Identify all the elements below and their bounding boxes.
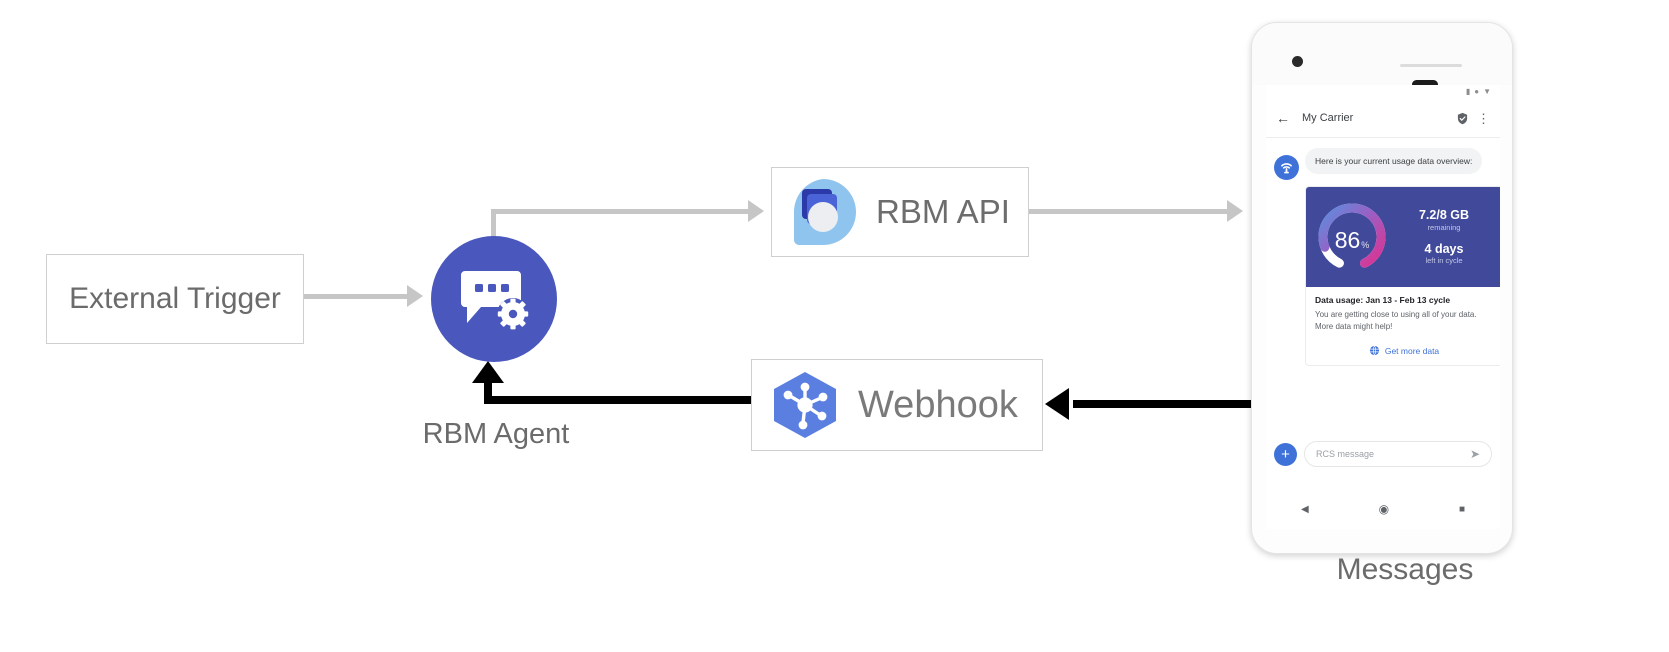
arrow-webhook-to-agent-vertical (484, 381, 492, 404)
message-text-bubble: Here is your current usage data overview… (1305, 148, 1483, 175)
rcs-message-input[interactable]: RCS message ➤ (1304, 441, 1492, 467)
card-body: Data usage: Jan 13 - Feb 13 cycle You ar… (1306, 287, 1500, 336)
arrow-agent-to-api-head (748, 200, 764, 222)
phone-device: ▮ ● ▼ ← My Carrier ⋮ (1251, 22, 1513, 554)
gauge-unit: % (1361, 240, 1370, 250)
rbm-agent-label: RBM Agent (422, 418, 570, 450)
messages-label: Messages (1336, 553, 1474, 586)
rbm-agent-chat-gear-icon (461, 271, 529, 330)
arrow-phone-to-webhook-head (1045, 388, 1069, 420)
battery-icon: ▼ (1483, 87, 1491, 96)
card-action-get-more-data[interactable]: Get more data (1306, 336, 1500, 365)
message-composer: + RCS message ➤ (1266, 430, 1500, 478)
card-stats: 7.2/8 GB remaining 4 days left in cycle (1390, 208, 1494, 265)
gauge-value: 86 (1334, 227, 1361, 253)
card-title: Data usage: Jan 13 - Feb 13 cycle (1315, 295, 1451, 305)
status-bar: ▮ ● ▼ (1266, 85, 1500, 99)
arrow-webhook-to-agent-horizontal (490, 396, 751, 404)
stat-data-remaining: 7.2/8 GB remaining (1394, 208, 1494, 232)
gauge-center-readout: 86 % (1314, 199, 1390, 275)
plus-icon: + (1281, 445, 1290, 463)
stat-data-remaining-label: remaining (1427, 222, 1461, 232)
arrow-phone-to-webhook-line (1073, 400, 1253, 408)
nav-home-icon[interactable]: ◉ (1378, 502, 1390, 516)
phone-camera-icon (1292, 56, 1303, 67)
arrow-api-to-phone-line (1029, 209, 1227, 214)
conversation-title: My Carrier (1302, 112, 1354, 124)
rich-card[interactable]: 86 % 7.2/8 GB remaining 4 days le (1305, 186, 1500, 367)
phone-screen: ▮ ● ▼ ← My Carrier ⋮ (1266, 85, 1500, 497)
add-attachment-button[interactable]: + (1274, 442, 1297, 466)
app-bar: ← My Carrier ⋮ (1266, 99, 1500, 138)
globe-icon (1369, 345, 1379, 356)
phone-earpiece-line (1400, 64, 1462, 67)
arrow-trigger-to-agent-line (304, 294, 407, 299)
webhook-hexagon-icon (774, 372, 836, 438)
node-external-trigger[interactable]: External Trigger (46, 254, 304, 344)
arrow-api-to-phone-head (1227, 200, 1243, 222)
nav-recents-icon[interactable]: ■ (1458, 503, 1466, 515)
nav-back-icon[interactable]: ◀ (1300, 503, 1309, 515)
external-trigger-label: External Trigger (69, 282, 281, 315)
rbm-api-label: RBM API (876, 193, 1010, 230)
arrow-agent-to-api-horizontal (491, 209, 748, 214)
arrow-webhook-to-agent-head (472, 361, 504, 383)
stat-days-left-value: 4 days (1424, 241, 1464, 256)
conversation-area: Here is your current usage data overview… (1266, 138, 1500, 478)
stat-days-left: 4 days left in cycle (1394, 242, 1494, 266)
node-rbm-agent[interactable] (431, 236, 557, 362)
phone-top-bezel (1252, 23, 1512, 85)
rbm-api-icon (793, 179, 856, 245)
phone-speaker-icon (1412, 80, 1438, 89)
card-media: 86 % 7.2/8 GB remaining 4 days le (1306, 187, 1500, 287)
android-nav-bar: ◀ ◉ ■ (1266, 489, 1500, 529)
send-icon[interactable]: ➤ (1469, 447, 1480, 461)
signal-icon: ▮ (1465, 87, 1471, 96)
card-action-label: Get more data (1384, 345, 1440, 356)
card-description-line-1: You are getting close to using all of yo… (1315, 310, 1477, 319)
node-webhook[interactable]: Webhook (751, 359, 1043, 451)
arrow-trigger-to-agent-head (407, 285, 423, 307)
node-rbm-api[interactable]: RBM API (771, 167, 1029, 257)
back-arrow-icon[interactable]: ← (1276, 110, 1290, 126)
rcs-message-placeholder: RCS message (1316, 449, 1375, 459)
arrow-agent-to-api-vertical (491, 209, 496, 245)
usage-gauge: 86 % (1314, 199, 1390, 275)
stat-days-left-label: left in cycle (1425, 255, 1463, 265)
carrier-signal-avatar-icon (1274, 155, 1299, 180)
card-description-line-2: More data might help! (1315, 321, 1393, 331)
stat-data-remaining-value: 7.2/8 GB (1418, 208, 1470, 223)
incoming-message-row: Here is your current usage data overview… (1274, 148, 1492, 180)
webhook-label: Webhook (858, 383, 1018, 426)
wifi-icon: ● (1474, 87, 1480, 96)
verified-badge-icon (1457, 112, 1468, 124)
overflow-menu-icon[interactable]: ⋮ (1477, 110, 1490, 126)
